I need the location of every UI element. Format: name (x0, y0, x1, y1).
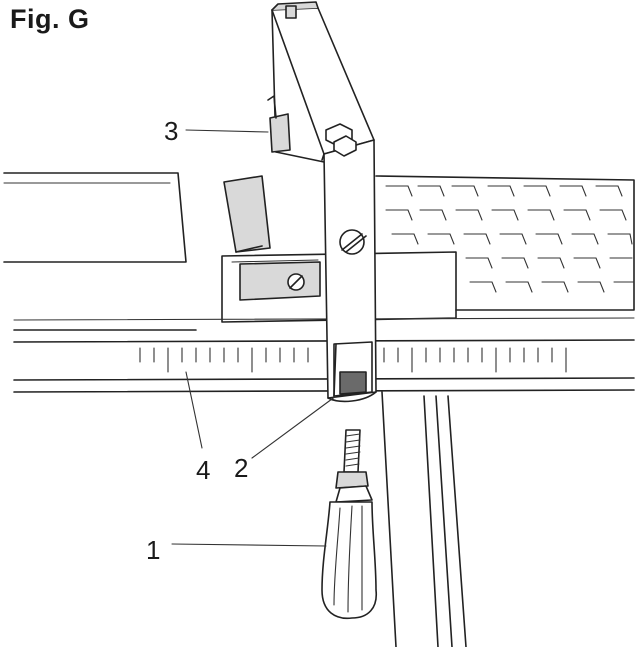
table-insert-grooves (375, 175, 635, 311)
locking-handle (321, 429, 377, 620)
callout-2: 2 (234, 453, 249, 483)
table-top (3, 172, 187, 263)
callout-1: 1 (146, 535, 161, 565)
guide-rail (13, 317, 635, 393)
rail-scale (139, 347, 567, 373)
leader-lines (171, 129, 337, 547)
rail-support-channel (381, 391, 467, 647)
callout-4: 4 (196, 455, 211, 485)
figure-title: Fig. G (10, 4, 90, 34)
callout-3: 3 (164, 116, 179, 146)
fence-bolt-heads (325, 123, 357, 157)
rear-clamp (267, 95, 291, 153)
